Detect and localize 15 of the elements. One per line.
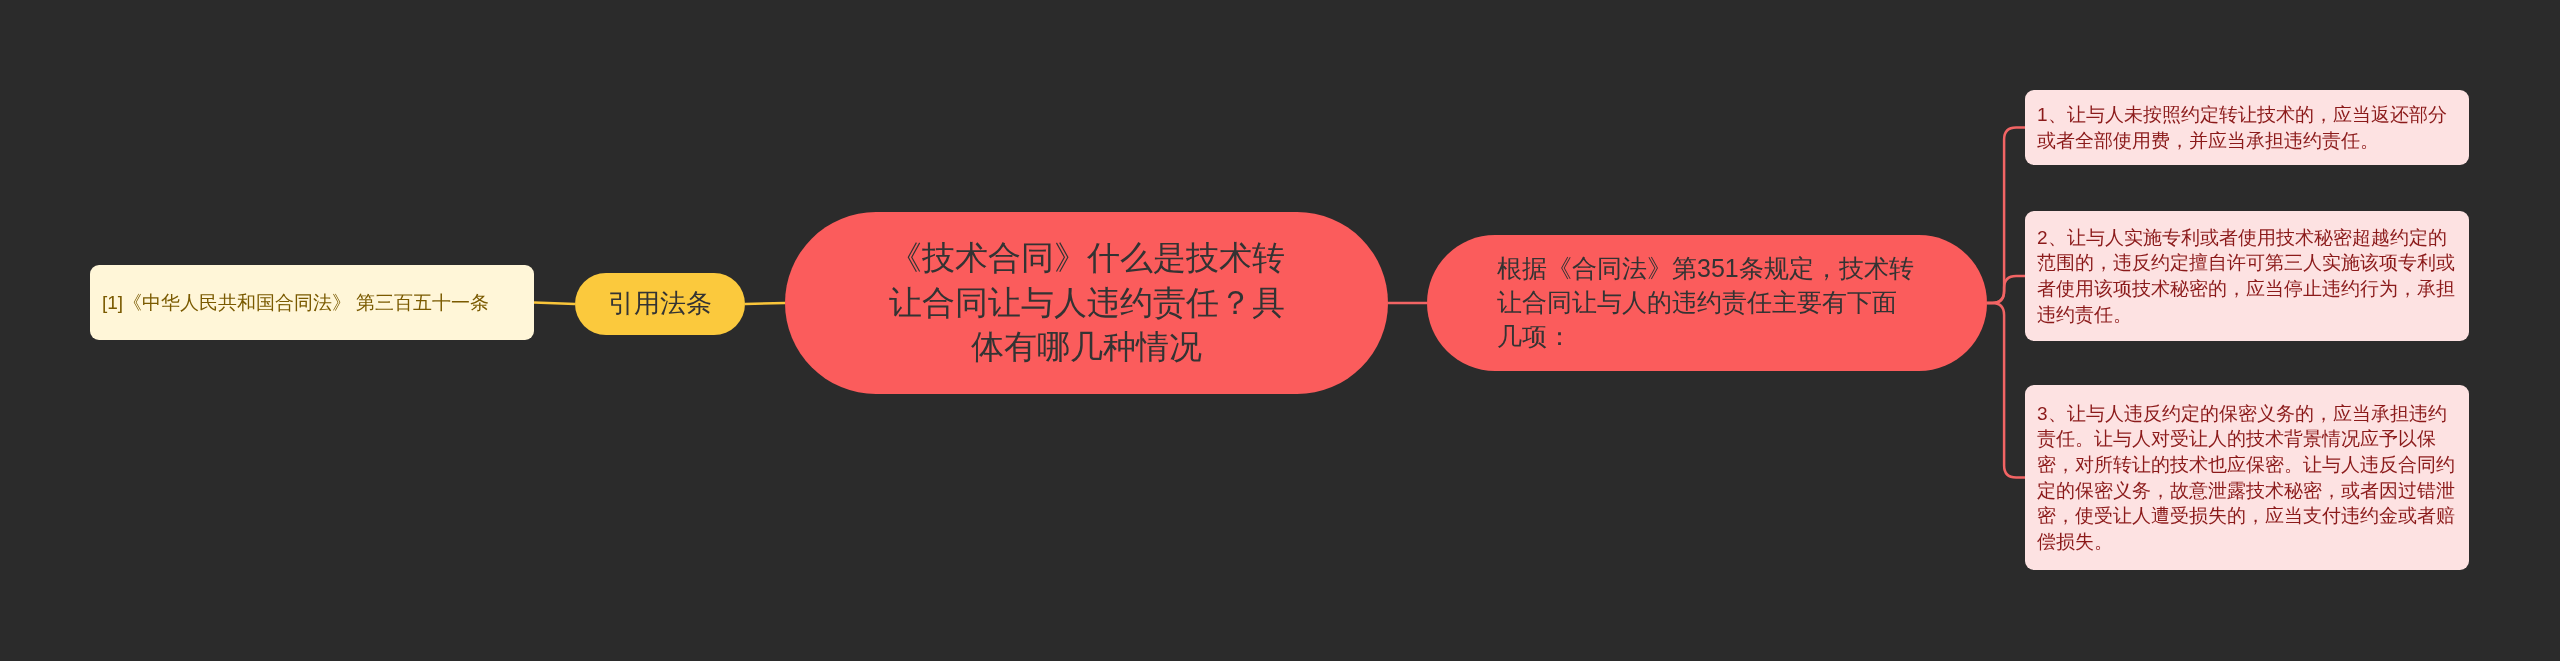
node-text: 根据《合同法》第351条规定，技术转让合同让与人的违约责任主要有下面几项： <box>1497 253 1915 352</box>
node-text: 引用法条 <box>608 287 712 321</box>
item-box <box>2025 90 2469 165</box>
item-box <box>2025 385 2469 570</box>
node-text: 2、让与人实施专利或者使用技术秘密超越约定的范围的，违反约定擅自许可第三人实施该项专利或者使用该项技术秘密的，应当停止违约行为，承担违约责任。 <box>2037 225 2456 327</box>
connector-line <box>533 301 576 306</box>
node-text: 《技术合同》什么是技术转让合同让与人违约责任？具体有哪几种情况 <box>887 238 1286 368</box>
citation-box <box>90 265 534 340</box>
node-text: 1、让与人未按照约定转让技术的，应当返还部分或者全部使用费，并应当承担违约责任。 <box>2037 102 2448 153</box>
node-text: 3、让与人违反约定的保密义务的，应当承担违约责任。让与人对受让人的技术背景情况应予以保密，对所转让的技术也应保密。让与人违反合同约定的保密义务，故意泄露技术秘密，或者因过错泄密，使受让人遭受损失的，应当支付违约金或者赔偿损失。 <box>2037 401 2456 554</box>
connector-line <box>1388 301 1427 305</box>
connector-line <box>1987 301 2025 479</box>
item-box <box>2025 211 2469 341</box>
node-text: [1]《中华人民共和国合同法》 第三百五十一条 <box>102 290 490 315</box>
connector-line <box>744 301 786 306</box>
